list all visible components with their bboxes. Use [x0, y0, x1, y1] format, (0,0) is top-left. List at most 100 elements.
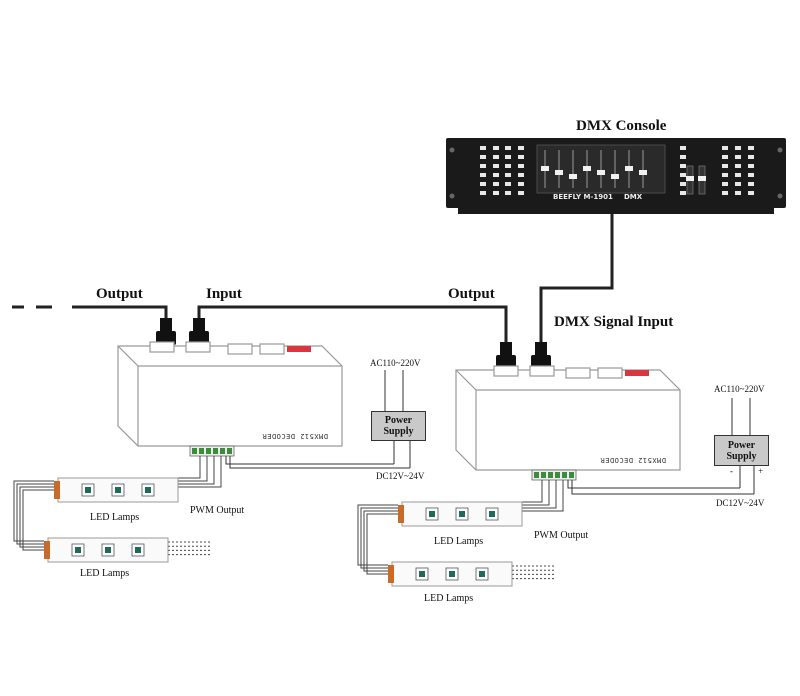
- console-button: [748, 146, 754, 150]
- power-right-dc-output: DC12V~24V: [716, 498, 765, 508]
- power-left-ac-input: AC110~220V: [370, 358, 421, 368]
- pwm-wire: [522, 480, 564, 512]
- led-strip-connector: [388, 565, 394, 583]
- console-button: [505, 155, 511, 159]
- jumper-wire: [13, 480, 54, 542]
- led-chip-core: [459, 511, 465, 517]
- dmx-console-title: DMX Console: [576, 118, 667, 134]
- console-button: [735, 164, 741, 168]
- terminal-pin: [555, 472, 560, 478]
- led-lamps-left-top: LED Lamps: [90, 512, 140, 523]
- led-chip-core: [145, 487, 151, 493]
- fader-knob: [611, 174, 619, 179]
- jumper-wire: [360, 507, 398, 569]
- console-button: [480, 173, 486, 177]
- console-button: [480, 191, 486, 195]
- console-button: [680, 164, 686, 168]
- terminal-pin: [569, 472, 574, 478]
- fader-knob: [639, 170, 647, 175]
- fader-knob: [569, 174, 577, 179]
- power-left-dc-output: DC12V~24V: [376, 471, 425, 481]
- decoder-left-box: [117, 341, 343, 447]
- label-dmx-signal-input: DMX Signal Input: [554, 314, 674, 330]
- jumper-wire: [357, 504, 398, 566]
- console-button: [735, 182, 741, 186]
- led-strip: [54, 477, 179, 503]
- terminal-pin: [227, 448, 232, 454]
- jumper-wire: [22, 489, 54, 551]
- terminal-pin: [220, 448, 225, 454]
- terminal-pin: [213, 448, 218, 454]
- console-button: [518, 173, 524, 177]
- console-button: [493, 164, 499, 168]
- decoder-left-terminal: [189, 445, 235, 457]
- console-button: [505, 191, 511, 195]
- led-chip-core: [105, 547, 111, 553]
- console-button: [518, 164, 524, 168]
- console-button: [505, 164, 511, 168]
- console-button: [735, 173, 741, 177]
- led-chip-core: [479, 571, 485, 577]
- console-button: [748, 182, 754, 186]
- console-button: [680, 173, 686, 177]
- led-strip-connector: [54, 481, 60, 499]
- led-chip-core: [85, 487, 91, 493]
- pwm-output-left: PWM Output: [190, 505, 245, 516]
- console-button: [480, 155, 486, 159]
- pwm-wire: [178, 456, 201, 479]
- console-button: [493, 173, 499, 177]
- led-chip-core: [135, 547, 141, 553]
- terminal-pin: [541, 472, 546, 478]
- power-supply-left-line2: Supply: [383, 426, 414, 437]
- jumper-wire: [363, 510, 398, 572]
- console-button: [735, 146, 741, 150]
- console-button: [722, 164, 728, 168]
- pwm-wire: [522, 480, 543, 503]
- console-button: [722, 146, 728, 150]
- console-button: [722, 191, 728, 195]
- console-button: [480, 146, 486, 150]
- power-wiring-right: [567, 398, 755, 495]
- decoder-left-tag: [287, 346, 311, 352]
- label-output-right: Output: [448, 286, 495, 302]
- decoder-left-name: DMX512 DECODER: [262, 432, 329, 440]
- console-button: [493, 155, 499, 159]
- led-strip: [388, 561, 513, 587]
- label-output-left: Output: [96, 286, 143, 302]
- led-strip-connector: [398, 505, 404, 523]
- pwm-wire: [178, 456, 215, 485]
- console-button: [748, 164, 754, 168]
- console-button: [493, 146, 499, 150]
- dmx-console: [446, 138, 786, 214]
- led-lamps-right-bottom: LED Lamps: [424, 593, 474, 604]
- led-chip-core: [449, 571, 455, 577]
- console-button: [505, 173, 511, 177]
- console-button: [505, 146, 511, 150]
- terminal-pin: [199, 448, 204, 454]
- jumper-wire: [19, 486, 54, 548]
- led-chip-core: [75, 547, 81, 553]
- decoder-right-terminal: [531, 469, 577, 481]
- fader-knob: [583, 166, 591, 171]
- power-supply-right-line1: Power: [727, 439, 756, 451]
- led-lamps-right-top: LED Lamps: [434, 536, 484, 547]
- console-button: [680, 182, 686, 186]
- led-strip-connector: [44, 541, 50, 559]
- pwm-output-right: PWM Output: [534, 530, 589, 541]
- console-button: [722, 182, 728, 186]
- console-button: [493, 182, 499, 186]
- fader-knob: [625, 166, 633, 171]
- led-wiring-left: [13, 456, 222, 556]
- plug-right-input: [531, 342, 551, 369]
- pwm-wire: [178, 456, 222, 488]
- console-button: [748, 155, 754, 159]
- console-button: [518, 191, 524, 195]
- fader-knob: [597, 170, 605, 175]
- console-button: [518, 146, 524, 150]
- decoder-right-tag: [625, 370, 649, 376]
- led-lamps-left-bottom: LED Lamps: [80, 568, 130, 579]
- terminal-pin: [534, 472, 539, 478]
- fader-knob: [555, 170, 563, 175]
- pwm-wire: [522, 480, 550, 506]
